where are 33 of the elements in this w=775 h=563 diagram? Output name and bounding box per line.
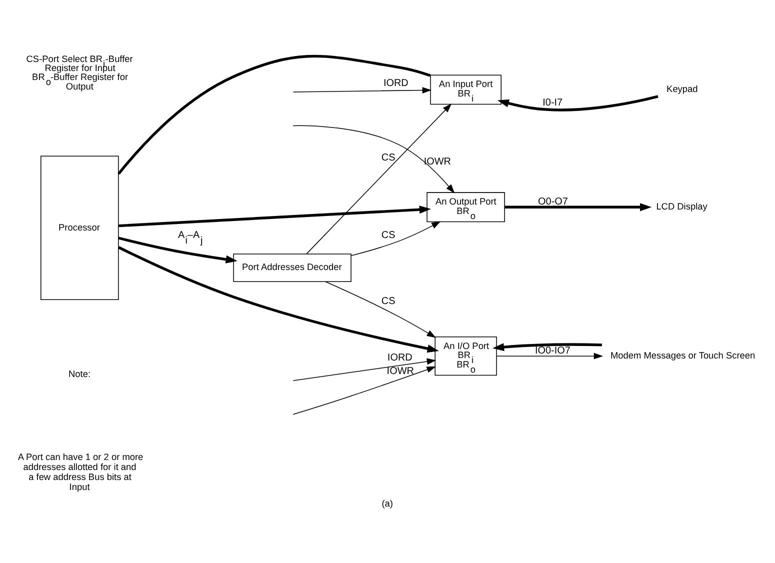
node-text: Modem Messages or Touch Screen (610, 350, 756, 360)
arrow (292, 86, 432, 93)
arrow (292, 358, 436, 381)
edge-label: O0-O7 (538, 196, 568, 207)
arrow (292, 366, 436, 414)
caption: (a) (382, 498, 393, 508)
edge-label: IORD (387, 352, 412, 364)
arrow (496, 352, 604, 359)
arrow (324, 280, 436, 338)
arrow (118, 236, 238, 263)
arrow (492, 342, 602, 351)
label: Note: (68, 368, 91, 378)
arrow (118, 205, 431, 227)
arrow (306, 103, 452, 254)
edge-label: CS (381, 152, 396, 164)
edge-label: IOWR (424, 156, 452, 168)
edge-label: I0-I7 (542, 96, 563, 108)
label: A Port can have 1 or 2 or more addresses allotted for it and a few address Bus bits at Input (18, 452, 144, 492)
edge-label: CS (381, 296, 396, 307)
arrow (504, 202, 652, 211)
connector (118, 54, 431, 174)
arrow (350, 220, 441, 256)
edge-label: IORD (383, 78, 408, 89)
edge-label: IOWR (386, 366, 414, 377)
edge-label: IO0-IO7 (534, 344, 570, 356)
node-box: Processor (40, 155, 119, 300)
node-text: LCD Display (656, 201, 708, 212)
arrow (497, 94, 658, 111)
node-box: Port Addresses Decoder (233, 253, 352, 282)
edge-label: CS (381, 230, 396, 241)
arrow (118, 246, 439, 352)
node-text: Keypad (666, 84, 698, 94)
arrow (292, 124, 455, 193)
